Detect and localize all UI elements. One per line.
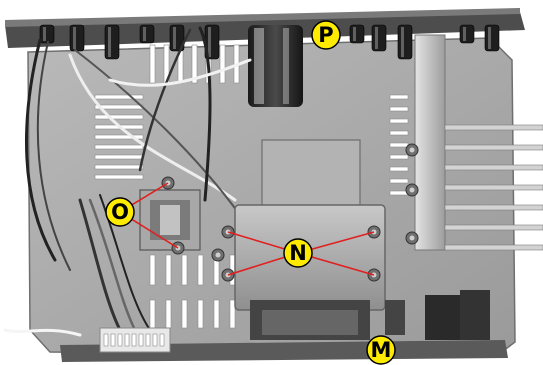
vent-slot xyxy=(149,44,156,84)
heatsink-fin xyxy=(444,164,543,171)
vent-slot xyxy=(389,118,409,124)
callout-p-label: P xyxy=(318,23,333,47)
capacitor xyxy=(349,24,365,44)
vent-slot xyxy=(149,299,156,329)
vent-slot xyxy=(94,134,144,140)
callout-p: P xyxy=(311,20,341,50)
vent-slot xyxy=(191,44,198,84)
callout-o: O xyxy=(105,197,135,227)
connector-pin xyxy=(117,333,123,347)
vent-slot xyxy=(389,142,409,148)
vent-slot xyxy=(94,114,144,120)
callout-m-label: M xyxy=(371,338,392,362)
main-capacitor xyxy=(248,25,303,107)
heatsink xyxy=(414,34,543,251)
capacitor xyxy=(484,24,500,52)
vent-slot xyxy=(389,106,409,112)
heatsink-fin xyxy=(444,224,543,231)
vent-slot xyxy=(389,190,409,196)
callout-o-label: O xyxy=(111,200,129,224)
vent-slot xyxy=(165,254,172,286)
vent-slot xyxy=(389,178,409,184)
connector-pin xyxy=(138,333,144,347)
connector-pin xyxy=(159,333,165,347)
vent-slot xyxy=(165,299,172,329)
heatsink-fin xyxy=(444,144,543,151)
bottom-right-components xyxy=(385,290,490,340)
vent-slot xyxy=(389,94,409,100)
vent-slot xyxy=(94,154,144,160)
vent-slot xyxy=(197,254,204,286)
vent-slot xyxy=(149,254,156,286)
capacitor xyxy=(104,24,120,60)
connector-pin xyxy=(124,333,130,347)
callout-m: M xyxy=(366,335,396,365)
vent-slot xyxy=(94,144,144,150)
callout-n-label: N xyxy=(289,241,307,265)
vent-slot xyxy=(229,299,236,329)
vent-slot xyxy=(389,130,409,136)
connector-pin xyxy=(152,333,158,347)
capacitor xyxy=(397,24,413,60)
capacitor xyxy=(371,24,387,52)
heatsink-fin xyxy=(444,184,543,191)
capacitor xyxy=(459,24,475,44)
screws xyxy=(161,143,419,282)
connector-pin xyxy=(110,333,116,347)
vent-slot xyxy=(197,299,204,329)
vent-slot xyxy=(219,44,226,84)
connector-pin xyxy=(131,333,137,347)
heatsink-fin xyxy=(444,244,543,251)
vent-slot xyxy=(94,174,144,180)
callout-n: N xyxy=(283,238,313,268)
vent-slot xyxy=(389,154,409,160)
vent-slot xyxy=(181,299,188,329)
vent-slot xyxy=(94,164,144,170)
connector-pin xyxy=(145,333,151,347)
vent-slot xyxy=(181,254,188,286)
vent-slot xyxy=(94,94,144,100)
heatsink-fin xyxy=(444,124,543,131)
heatsink-fin xyxy=(444,204,543,211)
capacitor xyxy=(139,24,155,44)
capacitor xyxy=(39,24,55,44)
vent-slot xyxy=(213,299,220,329)
bottom-connector xyxy=(99,327,171,353)
small-transformer xyxy=(139,189,201,251)
vent-slot xyxy=(389,166,409,172)
wire-harness xyxy=(3,26,252,337)
capacitor xyxy=(69,24,85,52)
connector-pin xyxy=(103,333,109,347)
